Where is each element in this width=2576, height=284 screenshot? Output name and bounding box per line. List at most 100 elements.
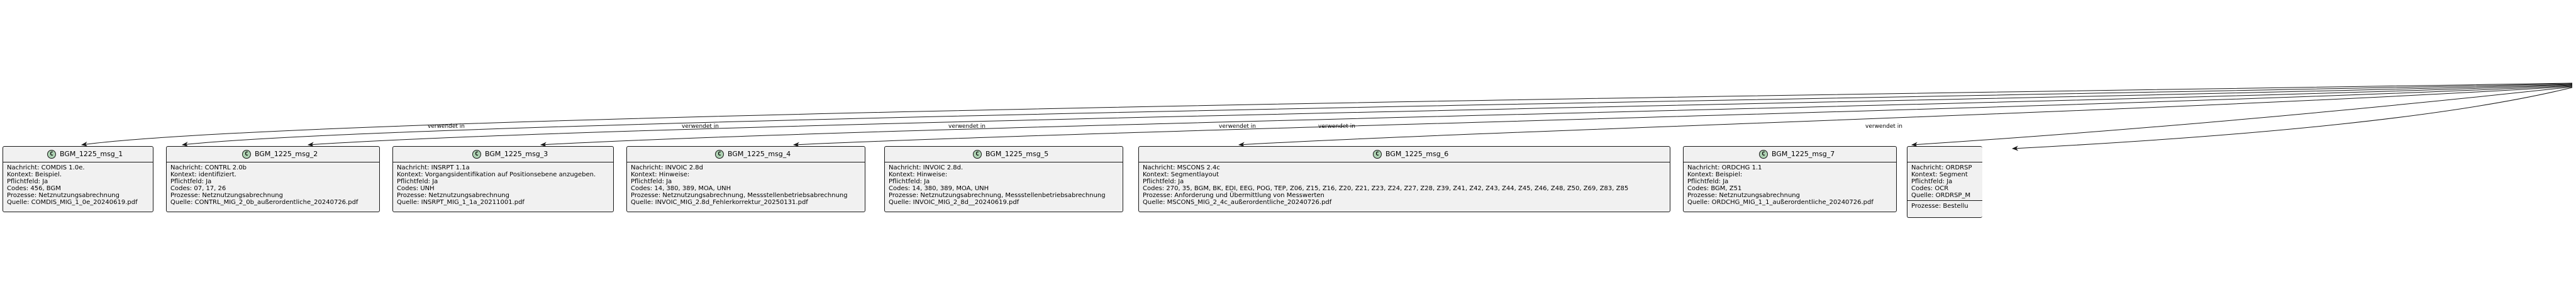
class-box-msg-7[interactable]: C BGM_1225_msg_7 Nachricht: ORDCHG 1.1 K… bbox=[1683, 146, 1897, 212]
attr-quelle: Quelle: INVOIC_MIG_2_8d__20240619.pdf bbox=[889, 199, 1019, 206]
attr-codes: Codes: UNH bbox=[397, 185, 435, 192]
attr-nachricht: Nachricht: MSCONS 2.4c bbox=[1143, 164, 1220, 171]
class-attributes: Nachricht: INVOIC 2.8d. Kontext: Hinweis… bbox=[885, 162, 1123, 207]
class-box-msg-5[interactable]: C BGM_1225_msg_5 Nachricht: INVOIC 2.8d.… bbox=[884, 146, 1123, 212]
class-c-icon: C bbox=[47, 150, 56, 159]
class-c-icon: C bbox=[242, 150, 251, 159]
attr-nachricht: Nachricht: INSRPT 1.1a bbox=[397, 164, 470, 171]
class-name: BGM_1225_msg_4 bbox=[728, 150, 791, 158]
edge-msg-1 bbox=[81, 82, 2573, 147]
attr-quelle: Quelle: COMDIS_MIG_1_0e_20240619.pdf bbox=[7, 199, 138, 206]
edge-label-2: verwendet in bbox=[682, 123, 719, 130]
class-header: C BGM_1225_msg_6 bbox=[1139, 147, 1670, 162]
attr-quelle: Quelle: INVOIC_MIG_2.8d_Fehlerkorrektur_… bbox=[631, 199, 808, 206]
class-box-msg-4[interactable]: C BGM_1225_msg_4 Nachricht: INVOIC 2.8d … bbox=[626, 146, 865, 212]
attr-pflichtfeld: Pflichtfeld: Ja bbox=[7, 178, 48, 185]
attr-codes: Codes: 270, 35, BGM, BK, EDI, EEG, POG, … bbox=[1143, 185, 1629, 192]
class-name: BGM_1225_msg_6 bbox=[1385, 150, 1449, 158]
attr-pflichtfeld: Pflichtfeld: Ja bbox=[631, 178, 672, 185]
attr-nachricht: Nachricht: ORDCHG 1.1 bbox=[1687, 164, 1762, 171]
edge-msg-6 bbox=[1238, 86, 2573, 147]
class-box-msg-1[interactable]: C BGM_1225_msg_1 Nachricht: COMDIS 1.0e.… bbox=[3, 146, 153, 212]
class-attributes: Nachricht: INSRPT 1.1a Kontext: Vorgangs… bbox=[393, 162, 613, 207]
attr-prozesse: Prozesse: Anforderung und Übermittlung v… bbox=[1143, 192, 1324, 199]
attr-kontext: Kontext: Hinweise: bbox=[889, 171, 948, 178]
class-header: C BGM_1225_msg_7 bbox=[1684, 147, 1896, 162]
class-name: BGM_1225_msg_7 bbox=[1772, 150, 1835, 158]
edge-label-3: verwendet in bbox=[948, 123, 986, 130]
attr-kontext: Kontext: Segmentlayout bbox=[1143, 171, 1219, 178]
class-c-icon: C bbox=[1759, 150, 1768, 159]
attr-kontext: Kontext: Segment bbox=[1911, 171, 1968, 178]
attr-prozesse: Prozesse: Netznutzungsabrechnung, Messst… bbox=[889, 192, 1106, 199]
attr-nachricht: Nachricht: CONTRL 2.0b bbox=[170, 164, 247, 171]
attr-quelle: Quelle: ORDRSP_M bbox=[1911, 192, 1971, 199]
class-name: BGM_1225_msg_3 bbox=[485, 150, 548, 158]
class-header: C BGM_1225_msg_5 bbox=[885, 147, 1123, 162]
attr-pflichtfeld: Pflichtfeld: Ja bbox=[1143, 178, 1184, 185]
class-header: C BGM_1225_msg_1 bbox=[3, 147, 153, 162]
edge-label-4: verwendet in bbox=[1219, 123, 1257, 130]
attr-quelle: Quelle: INSRPT_MIG_1_1a_20211001.pdf bbox=[397, 199, 525, 206]
edge-msg-3 bbox=[308, 84, 2573, 147]
attr-codes: Codes: 14, 380, 389, MOA, UNH bbox=[631, 185, 731, 192]
edge-msg-8 bbox=[2012, 87, 2573, 151]
attr-codes: Codes: BGM, Z51 bbox=[1687, 185, 1742, 192]
edge-msg-7 bbox=[1911, 86, 2573, 147]
attr-codes: Codes: 14, 380, 389, MOA, UNH bbox=[889, 185, 989, 192]
attr-kontext: Kontext: Hinweise: bbox=[631, 171, 690, 178]
attr-kontext: Kontext: Beispiel: bbox=[1687, 171, 1743, 178]
attr-prozesse: Prozesse: Netznutzungsabrechnung bbox=[1687, 192, 1800, 199]
class-box-msg-8[interactable]: Nachricht: ORDRSP Kontext: Segment Pflic… bbox=[1907, 146, 1982, 218]
attr-quelle: Quelle: MSCONS_MIG_2_4c_außerordentliche… bbox=[1143, 199, 1332, 206]
edge-label-5: verwendet in bbox=[1318, 123, 1356, 130]
class-header: C BGM_1225_msg_4 bbox=[627, 147, 865, 162]
class-attributes: Nachricht: ORDCHG 1.1 Kontext: Beispiel:… bbox=[1684, 162, 1896, 207]
attr-prozesse: Prozesse: Netznutzungsabrechnung bbox=[7, 192, 119, 199]
attr-nachricht: Nachricht: INVOIC 2.8d. bbox=[889, 164, 963, 171]
attr-quelle: Quelle: CONTRL_MIG_2_0b_außerordentliche… bbox=[170, 199, 358, 206]
attr-prozesse: Prozesse: Netznutzungsabrechnung bbox=[170, 192, 283, 199]
edge-msg-2 bbox=[182, 83, 2573, 147]
attr-codes: Codes: 07, 17, 26 bbox=[170, 185, 226, 192]
attr-pflichtfeld: Pflichtfeld: Ja bbox=[397, 178, 438, 185]
class-name: BGM_1225_msg_2 bbox=[255, 150, 318, 158]
class-c-icon: C bbox=[1373, 150, 1382, 159]
attr-kontext: Kontext: Beispiel. bbox=[7, 171, 62, 178]
attr-pflichtfeld: Pflichtfeld: Ja bbox=[170, 178, 212, 185]
class-c-icon: C bbox=[715, 150, 724, 159]
attr-pflichtfeld: Pflichtfeld: Ja bbox=[889, 178, 930, 185]
class-attributes: Nachricht: ORDRSP Kontext: Segment Pflic… bbox=[1907, 162, 1982, 200]
attr-kontext: Kontext: identifiziert. bbox=[170, 171, 236, 178]
class-name: BGM_1225_msg_1 bbox=[60, 150, 123, 158]
class-header bbox=[1907, 147, 1982, 162]
edge-msg-5 bbox=[793, 85, 2573, 147]
attr-pflichtfeld: Pflichtfeld: Ja bbox=[1687, 178, 1729, 185]
class-header: C BGM_1225_msg_3 bbox=[393, 147, 613, 162]
attr-kontext: Kontext: Vorgangsidentifikation auf Posi… bbox=[397, 171, 596, 178]
class-attributes: Nachricht: INVOIC 2.8d Kontext: Hinweise… bbox=[627, 162, 865, 207]
edge-label-1: verwendet in bbox=[428, 123, 465, 130]
attr-pflichtfeld: Pflichtfeld: Ja bbox=[1911, 178, 1953, 185]
attr-quelle: Quelle: ORDCHG_MIG_1_1_außerordentliche_… bbox=[1687, 199, 1874, 206]
class-box-msg-3[interactable]: C BGM_1225_msg_3 Nachricht: INSRPT 1.1a … bbox=[392, 146, 614, 212]
attr-nachricht: Nachricht: INVOIC 2.8d bbox=[631, 164, 703, 171]
class-c-icon: C bbox=[973, 150, 982, 159]
edge-msg-4 bbox=[540, 84, 2573, 147]
class-box-msg-2[interactable]: C BGM_1225_msg_2 Nachricht: CONTRL 2.0b … bbox=[166, 146, 380, 212]
class-attributes: Nachricht: CONTRL 2.0b Kontext: identifi… bbox=[167, 162, 379, 207]
attr-nachricht: Nachricht: COMDIS 1.0e. bbox=[7, 164, 85, 171]
attr-prozesse: Prozesse: Bestellu bbox=[1907, 200, 1982, 212]
attr-prozesse: Prozesse: Netznutzungsabrechnung, Messst… bbox=[631, 192, 848, 199]
attr-codes: Codes: 456, BGM bbox=[7, 185, 61, 192]
class-attributes: Nachricht: COMDIS 1.0e. Kontext: Beispie… bbox=[3, 162, 153, 207]
attr-nachricht: Nachricht: ORDRSP bbox=[1911, 164, 1972, 171]
class-attributes: Nachricht: MSCONS 2.4c Kontext: Segmentl… bbox=[1139, 162, 1670, 207]
attr-codes: Codes: OCR bbox=[1911, 185, 1949, 192]
class-c-icon: C bbox=[472, 150, 481, 159]
attr-prozesse: Prozesse: Netznutzungsabrechnung bbox=[397, 192, 509, 199]
class-box-msg-6[interactable]: C BGM_1225_msg_6 Nachricht: MSCONS 2.4c … bbox=[1138, 146, 1670, 212]
class-name: BGM_1225_msg_5 bbox=[985, 150, 1049, 158]
class-header: C BGM_1225_msg_2 bbox=[167, 147, 379, 162]
